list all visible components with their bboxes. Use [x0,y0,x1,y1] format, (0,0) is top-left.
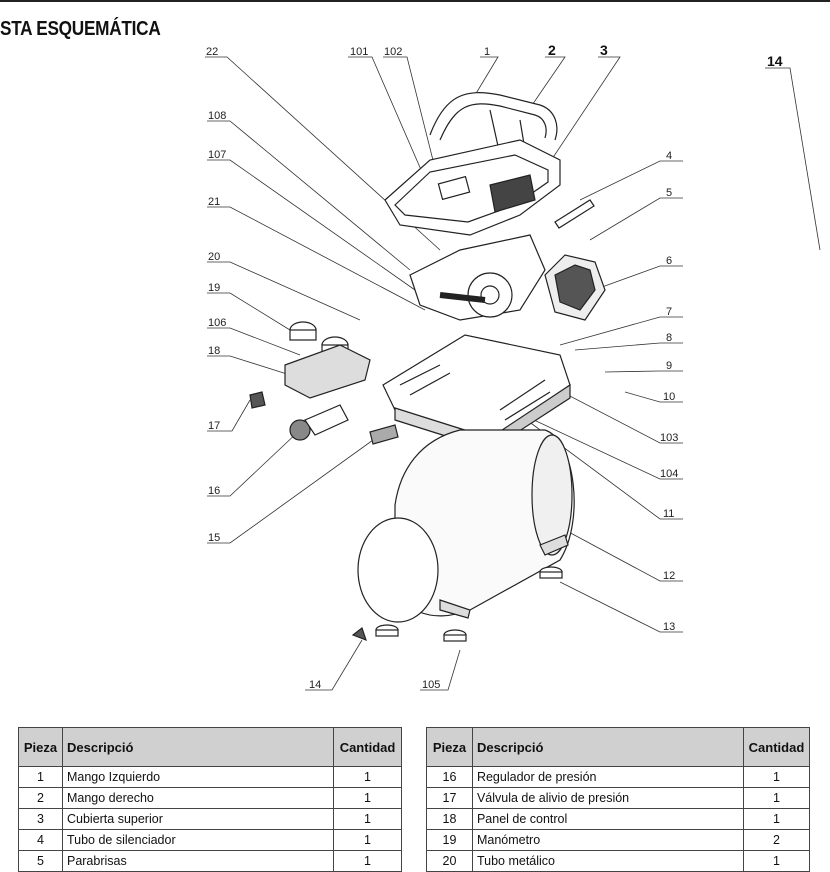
cell-description: Válvula de alivio de presión [471,787,744,809]
cell-quantity: 1 [333,766,402,788]
callout-1: 1 [484,46,490,58]
callout-13: 13 [663,621,675,633]
callout-10: 10 [663,391,675,403]
cell-piece: 3 [18,808,63,830]
cell-description: Cubierta superior [61,808,335,830]
header-description: Descripció [61,727,335,767]
callout-20: 20 [208,251,220,263]
cell-description: Tubo metálico [471,850,744,872]
callout-106: 106 [208,317,226,329]
cell-quantity: 1 [333,829,402,851]
cell-description: Regulador de presión [471,766,744,788]
cell-quantity: 1 [742,850,811,872]
windshield-drawing [544,254,606,321]
cell-piece: 4 [18,829,63,851]
cell-description: Parabrisas [61,850,335,872]
callout-7: 7 [666,306,672,318]
callout-12: 12 [663,570,675,582]
muffler-tube-drawing [554,199,595,229]
callout-103: 103 [660,432,678,444]
cell-description: Manómetro [471,829,744,851]
callout-4: 4 [666,150,672,162]
table-header-row: Pieza Descripció Cantidad [18,727,402,767]
callout-101: 101 [350,46,368,58]
cell-piece: 17 [426,787,473,809]
cell-quantity: 2 [742,829,811,851]
callout-18: 18 [208,345,220,357]
callout-105: 105 [422,679,440,691]
cell-quantity: 1 [742,787,811,809]
gauges-drawing [284,321,371,399]
callout-102: 102 [384,46,402,58]
callout-107: 107 [208,149,226,161]
cell-piece: 5 [18,850,63,872]
feet-drawing [351,566,563,642]
callout-5: 5 [666,187,672,199]
callout-9: 9 [666,360,672,372]
cell-description: Panel de control [471,808,744,830]
callout-2: 2 [548,42,556,58]
cell-piece: 2 [18,787,63,809]
callout-108: 108 [208,110,226,122]
callout-3: 3 [600,42,608,58]
page-title: STA ESQUEMÁTICA [0,18,161,40]
motor-drawing [409,234,546,321]
cell-quantity: 1 [333,850,402,872]
cell-description: Mango derecho [61,787,335,809]
callout-104: 104 [660,468,678,480]
cell-quantity: 1 [333,808,402,830]
header-quantity: Cantidad [333,727,402,767]
cell-piece: 20 [426,850,473,872]
cell-piece: 16 [426,766,473,788]
top-cover-drawing [384,139,561,236]
header-quantity: Cantidad [742,727,811,767]
top-rule [0,0,830,2]
cell-piece: 18 [426,808,473,830]
callout-11: 11 [663,508,674,520]
callout-21: 21 [208,196,220,208]
cell-description: Tubo de silenciador [61,829,335,851]
tank-drawing [357,429,575,623]
callout-14: 14 [309,679,321,691]
regulator-drawing [249,391,399,445]
header-piece: Pieza [426,727,473,767]
cell-quantity: 1 [742,808,811,830]
handle-drawing [429,92,558,156]
exploded-diagram: 22 101 102 1 2 3 14 108 107 4 21 5 20 6 … [205,42,821,691]
callout-22: 22 [206,46,218,58]
header-description: Descripció [471,727,744,767]
callout-6: 6 [666,255,672,267]
header-piece: Pieza [18,727,63,767]
callout-8: 8 [666,332,672,344]
callout-19: 19 [208,282,220,294]
callout-16: 16 [208,485,220,497]
callout-14-top: 14 [767,53,783,69]
cell-piece: 19 [426,829,473,851]
cell-quantity: 1 [742,766,811,788]
callout-17: 17 [208,420,220,432]
leader-lines [205,56,821,691]
table-header-row: Pieza Descripció Cantidad [426,727,811,767]
callout-15: 15 [208,532,220,544]
cell-description: Mango Izquierdo [61,766,335,788]
cell-quantity: 1 [333,787,402,809]
cell-piece: 1 [18,766,63,788]
